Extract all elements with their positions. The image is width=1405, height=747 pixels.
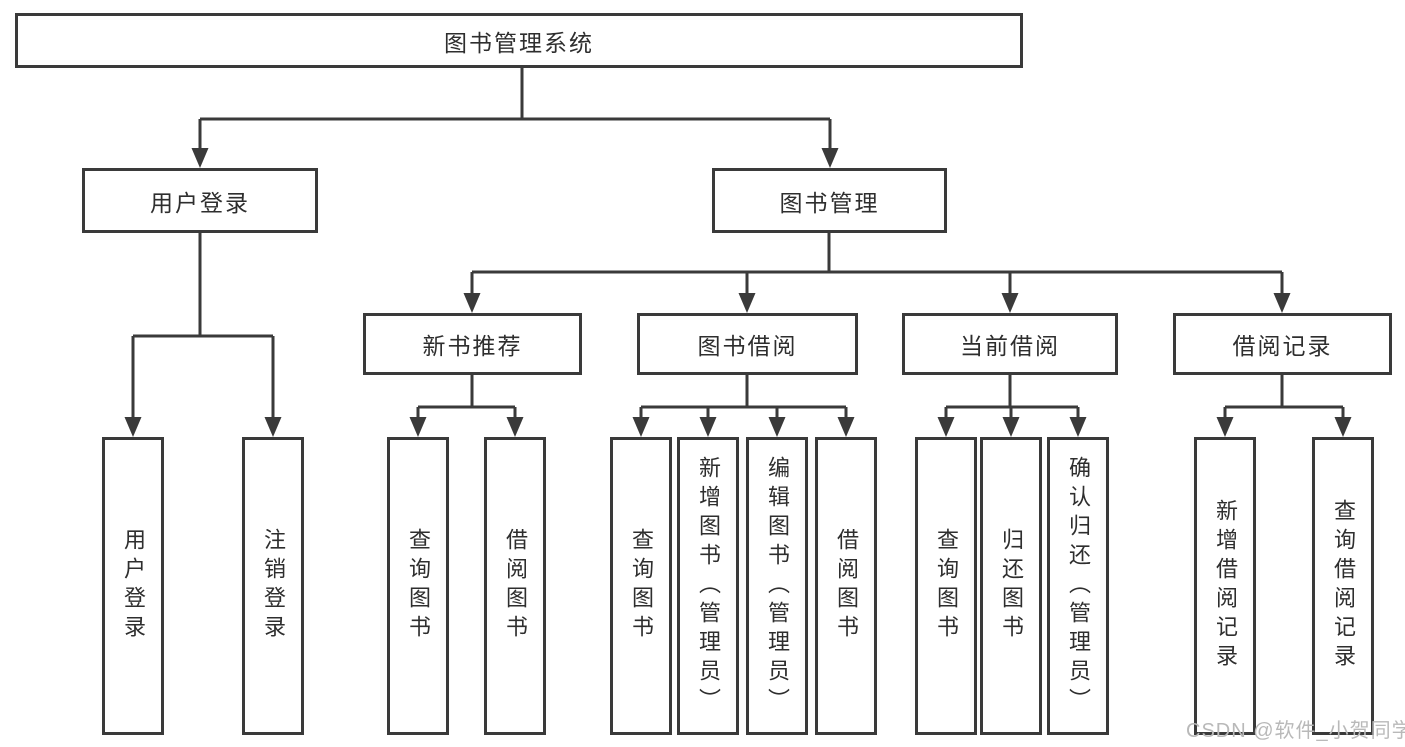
node-current-confirm-return-admin: 确认归还（管理员）: [1047, 437, 1109, 735]
arrowhead-login: [124, 417, 142, 437]
arrowhead-current-borrowing: [1001, 293, 1019, 313]
node-label: 用户登录: [121, 528, 146, 644]
connector-user-login: [131, 233, 275, 419]
node-label: 当前借阅: [960, 333, 1060, 359]
node-current-query-books: 查询图书: [915, 437, 977, 735]
node-label: 图书管理: [779, 189, 880, 216]
arrowhead-rec-add: [1216, 417, 1234, 437]
node-record-add-borrow-record: 新增借阅记录: [1194, 437, 1256, 735]
connector-book-management: [470, 233, 1284, 295]
arrowhead-book-management: [821, 148, 839, 168]
node-record-query-borrow-record: 查询借阅记录: [1312, 437, 1374, 735]
arrowhead-cur-query: [937, 417, 955, 437]
arrowhead-borrowing-records: [1273, 293, 1291, 313]
node-login: 用户登录: [102, 437, 164, 735]
connector-root-drops: [198, 119, 832, 150]
node-book-management: 图书管理: [712, 168, 947, 233]
node-label: 查询图书: [934, 528, 959, 644]
node-label: 注销登录: [261, 528, 286, 644]
arrowhead-bw-query: [632, 417, 650, 437]
node-label: 新增图书（管理员）: [696, 455, 721, 717]
arrowhead-cur-return: [1002, 417, 1020, 437]
node-newbook-query-books: 查询图书: [387, 437, 449, 735]
node-user-login: 用户登录: [82, 168, 318, 233]
arrowhead-user-login: [191, 148, 209, 168]
connector-new-books: [416, 375, 517, 419]
arrowhead-nb-borrow: [506, 417, 524, 437]
node-current-borrowing: 当前借阅: [902, 313, 1118, 375]
arrowhead-book-borrowing: [738, 293, 756, 313]
node-book-borrowing: 图书借阅: [637, 313, 858, 375]
node-logout: 注销登录: [242, 437, 304, 735]
node-borrowing-records: 借阅记录: [1173, 313, 1392, 375]
connector-root: [200, 68, 830, 121]
node-borrow-edit-books-admin: 编辑图书（管理员）: [746, 437, 808, 735]
node-label: 图书管理系统: [444, 29, 594, 56]
node-label: 用户登录: [150, 189, 250, 216]
node-library-management-system: 图书管理系统: [15, 13, 1023, 68]
node-current-return-books: 归还图书: [980, 437, 1042, 735]
node-newbook-borrow-books: 借阅图书: [484, 437, 546, 735]
node-label: 查询图书: [406, 528, 431, 644]
node-label: 确认归还（管理员）: [1066, 455, 1091, 717]
arrowhead-logout: [264, 417, 282, 437]
node-new-book-recommendation: 新书推荐: [363, 313, 582, 375]
node-borrow-add-books-admin: 新增图书（管理员）: [677, 437, 739, 735]
node-label: 编辑图书（管理员）: [765, 455, 790, 717]
node-label: 查询借阅记录: [1331, 499, 1356, 673]
node-label: 查询图书: [629, 528, 654, 644]
arrowhead-nb-query: [409, 417, 427, 437]
connector-borrowing-records: [1223, 375, 1345, 419]
node-label: 图书借阅: [697, 333, 798, 359]
node-label: 新书推荐: [422, 333, 523, 359]
node-label: 新增借阅记录: [1213, 499, 1238, 673]
node-label: 借阅图书: [503, 528, 528, 644]
connector-current-borrowing: [944, 375, 1080, 419]
node-label: 归还图书: [999, 528, 1024, 644]
node-label: 借阅图书: [834, 528, 859, 644]
arrowhead-new-books: [463, 293, 481, 313]
csdn-watermark: CSDN @软件_小贺同学: [1186, 720, 1405, 742]
arrowhead-bw-borrow: [837, 417, 855, 437]
node-borrow-borrow-books: 借阅图书: [815, 437, 877, 735]
arrowhead-bw-add: [699, 417, 717, 437]
arrowhead-rec-query: [1334, 417, 1352, 437]
connector-book-borrowing: [639, 375, 848, 419]
arrowhead-bw-edit: [768, 417, 786, 437]
node-borrow-query-books: 查询图书: [610, 437, 672, 735]
arrowhead-cur-confirm: [1069, 417, 1087, 437]
node-label: 借阅记录: [1232, 333, 1333, 359]
